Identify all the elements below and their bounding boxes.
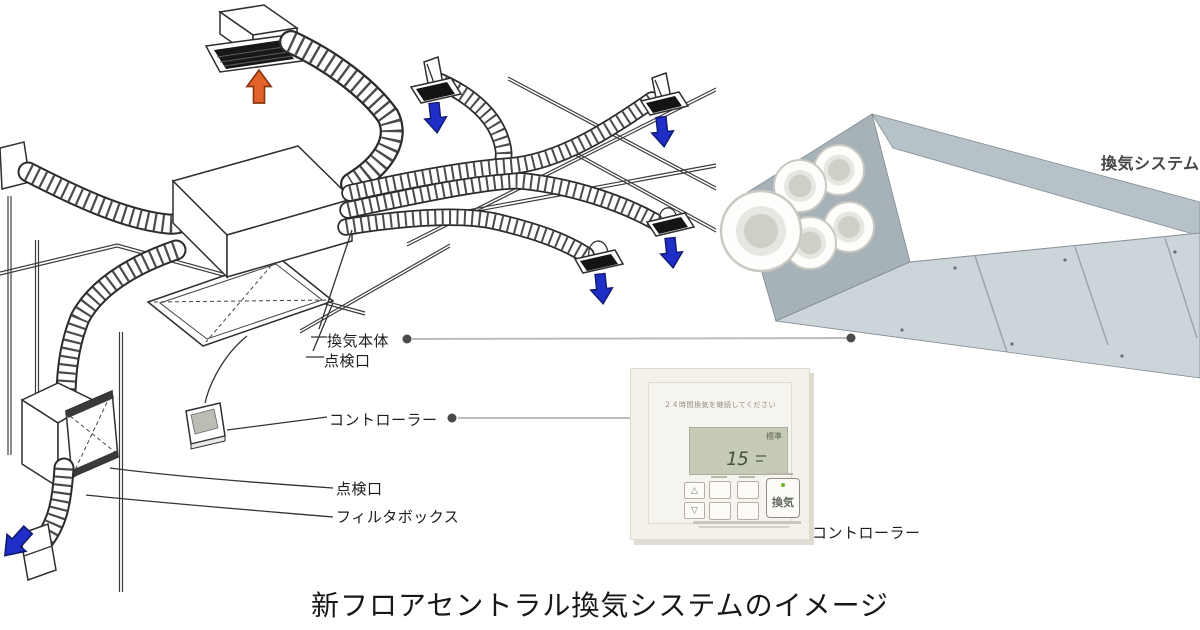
button-micro-label xyxy=(711,476,727,478)
main-unit-box xyxy=(171,145,354,279)
down-button: ▽ xyxy=(684,502,705,519)
label-inspection-port-top: 点検口 xyxy=(324,353,371,370)
leader-lines xyxy=(85,229,856,518)
supply-arrow-icon xyxy=(649,115,676,149)
exhaust-cassette xyxy=(204,4,304,104)
flex-duct-left-inlet xyxy=(0,141,190,224)
label-controller: コントローラー xyxy=(329,412,438,429)
ceiling-opening xyxy=(146,256,335,347)
label-main-unit: 換気本体 xyxy=(327,333,390,350)
leader-dot xyxy=(402,334,412,344)
outdoor-elbow xyxy=(0,468,64,582)
up-button: △ xyxy=(684,482,705,499)
supply-diffuser-3 xyxy=(645,207,696,270)
display-unit-mark xyxy=(756,460,763,462)
display-unit-mark xyxy=(756,455,766,457)
supply-arrow-icon xyxy=(422,101,449,135)
supply-diffuser-2 xyxy=(639,72,690,149)
flex-duct-wall-drop xyxy=(66,250,176,392)
fine-print xyxy=(693,521,801,524)
mode-indicator: 標準 xyxy=(766,432,782,441)
label-inspection-port-bottom: 点検口 xyxy=(336,481,383,498)
fine-print xyxy=(699,526,789,528)
function-button xyxy=(709,481,731,499)
function-button xyxy=(709,502,731,520)
function-button xyxy=(737,481,759,499)
cassette-grille xyxy=(214,40,294,69)
panel-screws xyxy=(900,250,1177,358)
diagram-caption: 新フロアセントラル換気システムのイメージ xyxy=(310,590,890,621)
filter-box xyxy=(20,382,119,489)
supply-arrow-icon xyxy=(658,236,685,270)
ventilation-button: 換気 xyxy=(766,478,800,518)
caution-text: ２４時間換気を継続してください xyxy=(663,402,777,409)
label-controller-photo: コントローラー xyxy=(812,525,921,542)
label-ventilation-system: 換気システム xyxy=(1101,156,1200,173)
supply-diffuser-4 xyxy=(573,240,625,306)
ventilation-button-label: 換気 xyxy=(772,497,794,509)
exhaust-up-arrow xyxy=(246,69,272,104)
label-filter-box: フィルタボックス xyxy=(336,509,460,526)
leader-dot xyxy=(447,413,457,423)
controller-product-photo: ２４時間換気を継続してください 標準 15 △ ▽ 換気 xyxy=(630,368,810,540)
controller-screen xyxy=(190,408,219,435)
leader-dot xyxy=(846,333,856,343)
supply-arrow-icon xyxy=(588,272,615,306)
power-led xyxy=(781,483,785,487)
duct-collars xyxy=(719,144,875,273)
unit-product-photo xyxy=(719,113,1200,379)
supply-diffuser-1 xyxy=(409,55,463,135)
button-micro-label xyxy=(767,473,793,475)
controller-wire xyxy=(204,335,248,404)
lcd-display: 標準 15 xyxy=(689,427,788,475)
button-micro-label xyxy=(739,476,755,478)
wall-controller-diagram xyxy=(185,335,248,450)
function-button xyxy=(737,502,759,520)
controller-faceplate: ２４時間換気を継続してください 標準 15 △ ▽ 換気 xyxy=(648,382,801,528)
display-value: 15 xyxy=(726,448,749,470)
